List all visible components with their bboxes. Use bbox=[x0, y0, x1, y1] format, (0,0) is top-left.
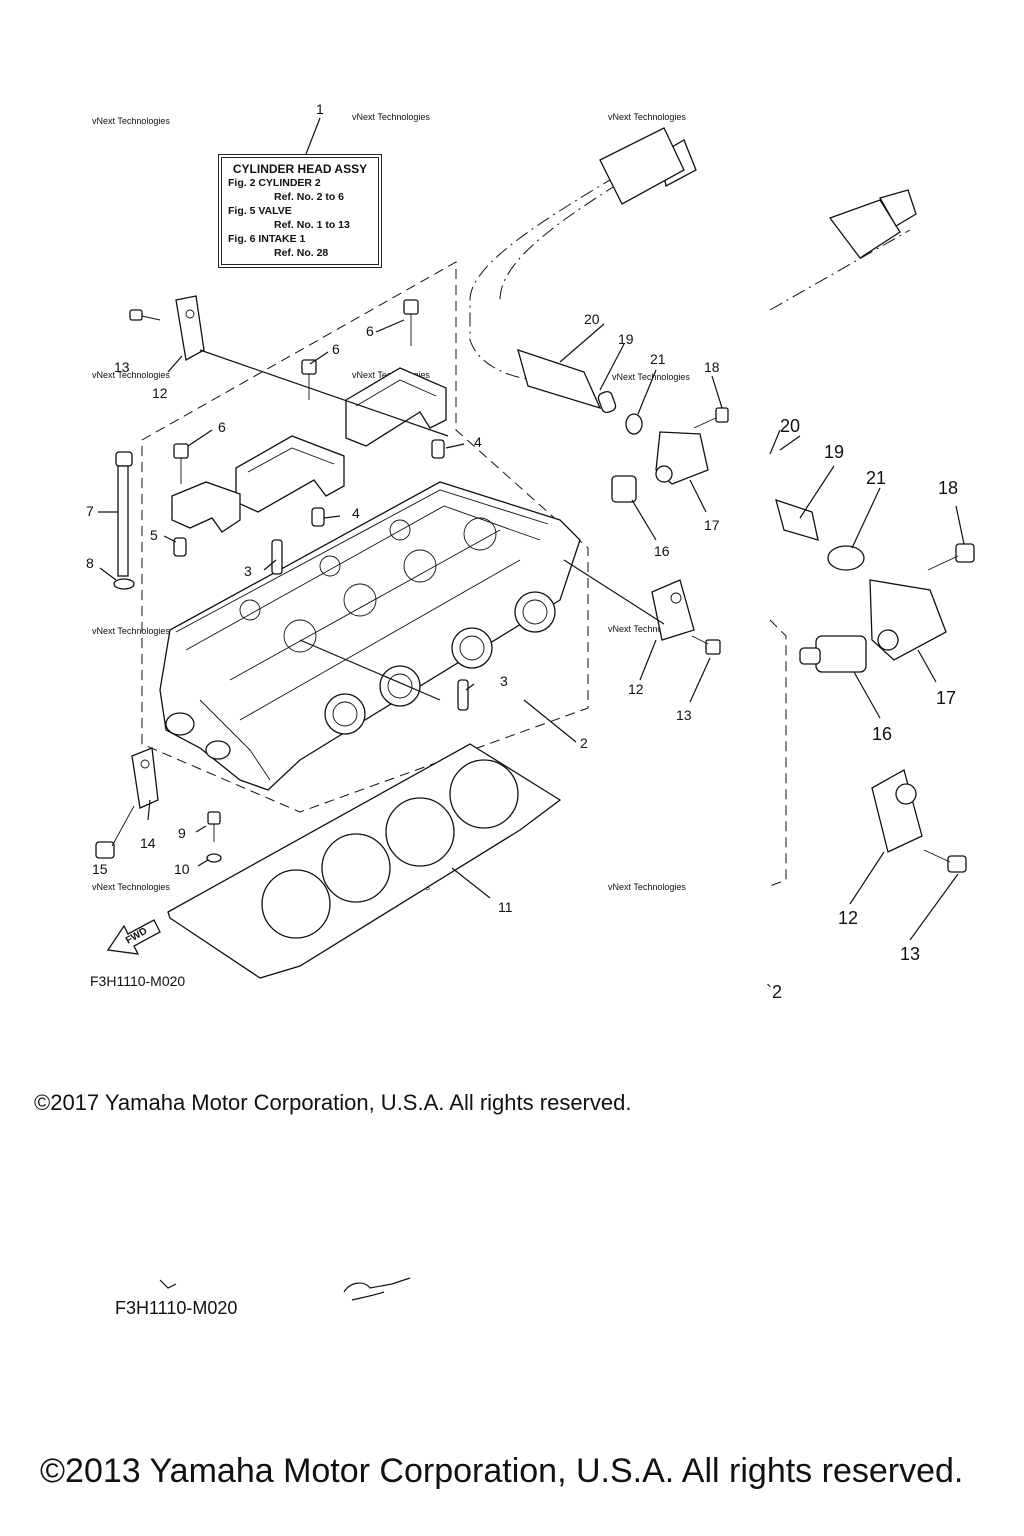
callout-14: 14 bbox=[140, 835, 156, 851]
callout-13: 13 bbox=[676, 707, 692, 723]
spec-box: CYLINDER HEAD ASSY Fig. 2 CYLINDER 2 Ref… bbox=[218, 154, 382, 268]
plugs-3 bbox=[271, 539, 469, 711]
plate-12-upper bbox=[129, 295, 205, 362]
callout-3: 3 bbox=[500, 673, 508, 689]
callout-21: 21 bbox=[650, 351, 666, 367]
spec-line: Ref. No. 28 bbox=[274, 247, 329, 259]
callout-15: 15 bbox=[92, 861, 108, 877]
callout-7: 7 bbox=[86, 503, 94, 519]
callout-9: 9 bbox=[178, 825, 186, 841]
cylinder-head bbox=[159, 481, 581, 791]
spec-line: Ref. No. 2 to 6 bbox=[274, 191, 345, 203]
detail-callout-20: 20 bbox=[780, 416, 800, 436]
callout-1: 1 bbox=[316, 101, 324, 117]
watermark: vNext Technologies bbox=[92, 370, 170, 380]
watermark: vNext Technologies bbox=[608, 624, 686, 634]
detail-callout-13: 13 bbox=[900, 944, 920, 964]
callout-12: 12 bbox=[628, 681, 644, 697]
callout-6: 6 bbox=[366, 323, 374, 339]
figure-code: F3H1110-M020 bbox=[90, 973, 186, 989]
drain-bolt bbox=[206, 811, 222, 863]
detail-callout-16: 16 bbox=[872, 724, 892, 744]
detail-callout-19: 19 bbox=[824, 442, 844, 462]
callout-4: 4 bbox=[352, 505, 360, 521]
callout-2: 2 bbox=[580, 735, 588, 751]
watermark: vNext Technologies bbox=[352, 112, 430, 122]
callout-10: 10 bbox=[174, 861, 190, 877]
camshaft-caps bbox=[171, 367, 447, 533]
callout-12: 12 bbox=[152, 385, 168, 401]
bracket-14 bbox=[95, 747, 159, 859]
spec-line: Ref. No. 1 to 13 bbox=[274, 219, 350, 231]
cropped-fragments bbox=[159, 1277, 411, 1301]
plate-12-right bbox=[651, 579, 721, 655]
watermark: vNext Technologies bbox=[608, 882, 686, 892]
head-gasket bbox=[167, 743, 562, 979]
figure-code-2: F3H1110-M020 bbox=[115, 1298, 238, 1318]
leader-lines bbox=[98, 117, 965, 941]
copyright-notice: ©2017 Yamaha Motor Corporation, U.S.A. A… bbox=[34, 1090, 632, 1115]
stud-bolt bbox=[113, 451, 135, 590]
callout-6: 6 bbox=[218, 419, 226, 435]
callout-18: 18 bbox=[704, 359, 720, 375]
callout-16: 16 bbox=[654, 543, 670, 559]
zoomed-detail bbox=[769, 189, 975, 887]
callout-3: 3 bbox=[244, 563, 252, 579]
callout-5: 5 bbox=[150, 527, 158, 543]
detail-callout-17: 17 bbox=[936, 688, 956, 708]
detail-callout-12: 12 bbox=[838, 908, 858, 928]
spec-box-inner: CYLINDER HEAD ASSY Fig. 2 CYLINDER 2 Ref… bbox=[221, 157, 379, 265]
callout-19: 19 bbox=[618, 331, 634, 347]
detail-callout-18: 18 bbox=[938, 478, 958, 498]
detail-callout-2: `2 bbox=[766, 982, 782, 1002]
watermark: vNext Technologies bbox=[92, 882, 170, 892]
watermark: vNext Technologies bbox=[612, 372, 690, 382]
spec-line: Fig. 6 INTAKE 1 bbox=[228, 233, 306, 245]
callout-11: 11 bbox=[498, 899, 513, 915]
assembly-outline bbox=[141, 261, 589, 813]
detail-callout-21: 21 bbox=[866, 468, 886, 488]
spec-line: Fig. 5 VALVE bbox=[228, 205, 292, 217]
hose-assembly bbox=[469, 127, 729, 503]
bolts-6 bbox=[173, 299, 419, 484]
fwd-arrow: FWD bbox=[106, 919, 161, 955]
callout-8: 8 bbox=[86, 555, 94, 571]
callout-20: 20 bbox=[584, 311, 600, 327]
spec-line: Fig. 2 CYLINDER 2 bbox=[228, 177, 321, 189]
copyright-notice-2: ©2013 Yamaha Motor Corporation, U.S.A. A… bbox=[40, 1452, 964, 1490]
callout-17: 17 bbox=[704, 517, 720, 533]
spec-title: CYLINDER HEAD ASSY bbox=[232, 162, 368, 176]
dowel-pins bbox=[173, 439, 445, 557]
callout-6: 6 bbox=[332, 341, 340, 357]
callouts: 1 2 3 3 4 4 5 6 6 6 7 8 9 10 11 12 12 13… bbox=[86, 101, 958, 1002]
watermark: vNext Technologies bbox=[92, 116, 170, 126]
watermark: vNext Technologies bbox=[92, 626, 170, 636]
watermark: vNext Technologies bbox=[608, 112, 686, 122]
callout-4: 4 bbox=[474, 434, 482, 450]
callout-13: 13 bbox=[114, 359, 130, 375]
